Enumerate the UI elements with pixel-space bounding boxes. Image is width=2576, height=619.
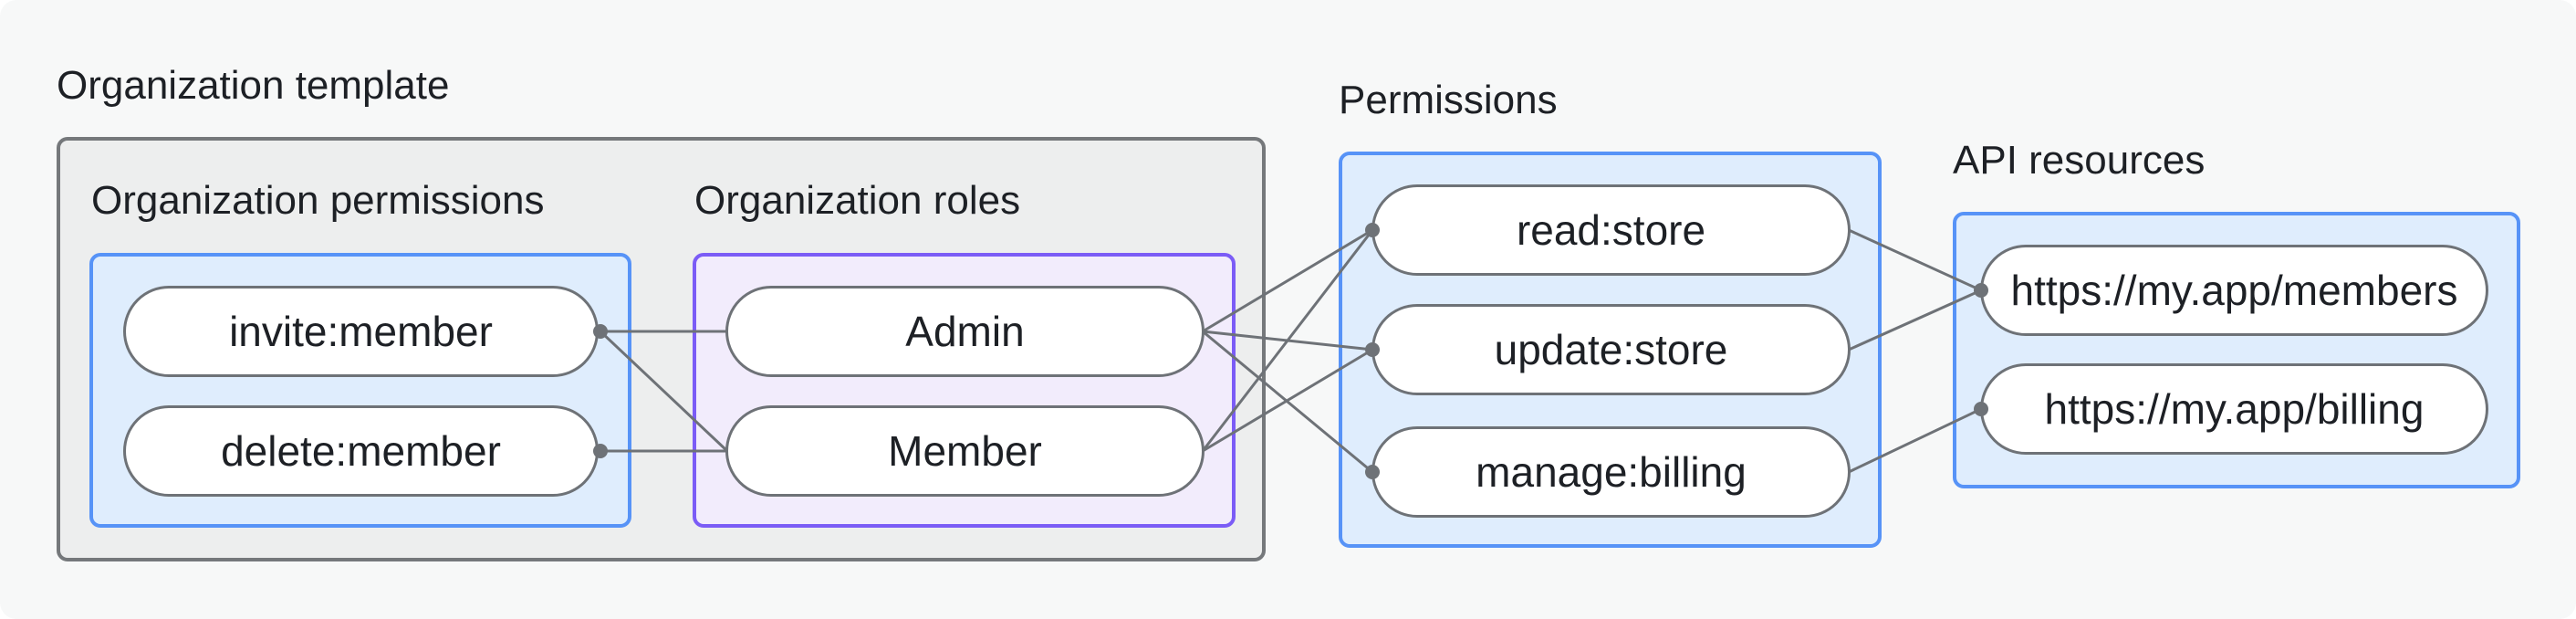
node-member-role-label: Member: [888, 427, 1042, 475]
node-delete-member-label: delete:member: [221, 427, 501, 475]
node-invite-member-label: invite:member: [229, 308, 493, 355]
permissions-label: Permissions: [1339, 78, 1558, 122]
node-admin-role: Admin: [725, 286, 1205, 377]
node-admin-role-label: Admin: [905, 308, 1025, 355]
node-members-api-label: https://my.app/members: [2010, 267, 2458, 314]
node-update-store: update:store: [1371, 304, 1851, 395]
node-invite-member: invite:member: [123, 286, 599, 377]
node-members-api: https://my.app/members: [1980, 245, 2488, 336]
node-delete-member: delete:member: [123, 405, 599, 497]
api-resources-label: API resources: [1953, 138, 2206, 183]
node-member-role: Member: [725, 405, 1205, 497]
diagram-title: Organization template: [57, 63, 450, 108]
org-permissions-label: Organization permissions: [91, 178, 545, 223]
node-read-store: read:store: [1371, 184, 1851, 276]
node-billing-api: https://my.app/billing: [1980, 363, 2488, 455]
node-read-store-label: read:store: [1516, 206, 1706, 254]
org-roles-label: Organization roles: [694, 178, 1021, 223]
node-billing-api-label: https://my.app/billing: [2044, 385, 2425, 433]
node-manage-billing-label: manage:billing: [1476, 448, 1747, 496]
node-manage-billing: manage:billing: [1371, 426, 1851, 518]
node-update-store-label: update:store: [1494, 326, 1728, 373]
